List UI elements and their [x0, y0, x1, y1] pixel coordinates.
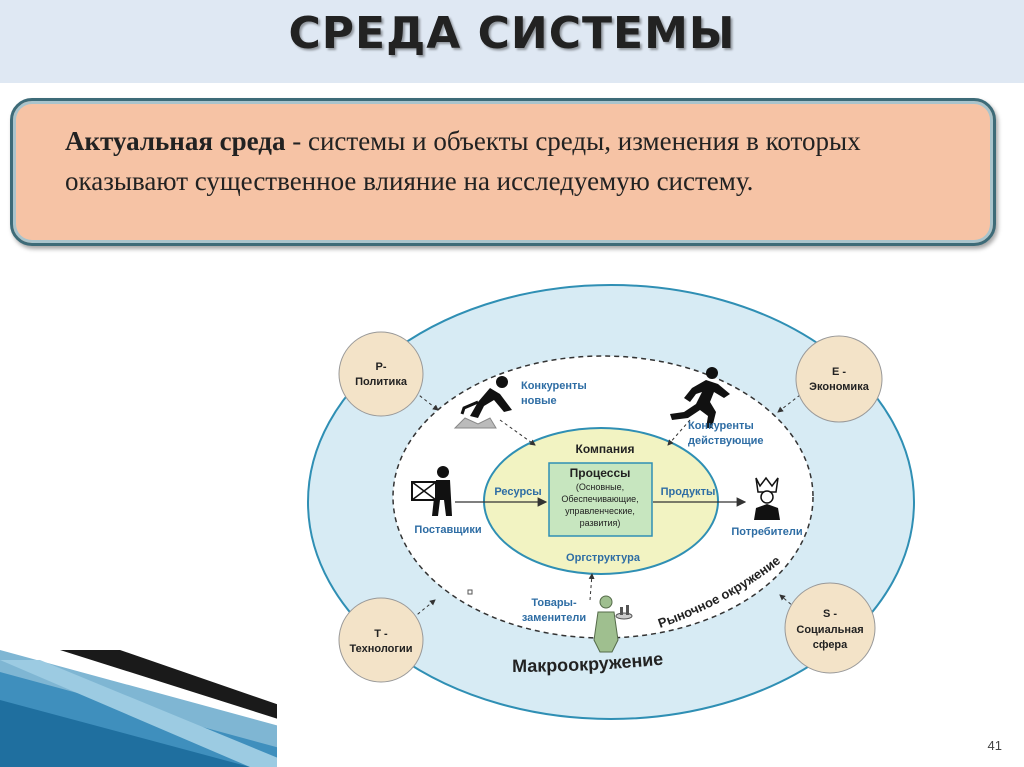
processes-line-1: (Основные, — [576, 482, 624, 492]
crouching-runner-icon — [453, 376, 512, 429]
consumers-label: Потребители — [731, 526, 802, 538]
economy-link — [777, 394, 801, 413]
processes-line-4: развития) — [580, 518, 621, 528]
new-competitors-arrow — [499, 419, 536, 446]
social-link — [779, 594, 801, 613]
economy-circle — [795, 335, 883, 423]
technology-link — [412, 599, 436, 619]
social-label-1: Социальная — [796, 624, 863, 636]
substitutes-arrow — [588, 573, 595, 601]
social-label-2: сфера — [813, 639, 848, 651]
org-structure-label: Оргструктура — [566, 552, 641, 564]
processes-line-2: Обеспечивающие, — [561, 494, 638, 504]
processes-title: Процессы — [570, 466, 631, 480]
politics-label: Политика — [355, 376, 408, 388]
substitutes-label-1: Товары- — [531, 597, 577, 609]
technology-circle — [338, 597, 424, 683]
page-number: 41 — [987, 738, 1002, 753]
definition-body: - системы и объекты среды, изменения в к… — [65, 126, 861, 196]
politics-circle — [338, 331, 424, 417]
definition-box: Актуальная среда - системы и объекты сре… — [10, 98, 996, 246]
technology-code: Т - — [374, 628, 388, 640]
politics-code: Р- — [376, 361, 387, 373]
economy-code: Е - — [832, 366, 846, 378]
company-label: Компания — [576, 442, 635, 456]
suppliers-label: Поставщики — [414, 524, 481, 536]
new-competitors-label-2: новые — [521, 395, 557, 407]
new-competitors-label-1: Конкуренты — [521, 380, 587, 392]
substitutes-label-2: заменители — [522, 612, 586, 624]
runner-icon — [670, 367, 730, 428]
economy-label: Экономика — [809, 381, 870, 393]
technology-label: Технологии — [349, 643, 412, 655]
small-square-mark — [467, 589, 473, 595]
definition-text: Актуальная среда - системы и объекты сре… — [65, 121, 965, 201]
existing-competitors-label-1: Конкуренты — [688, 420, 754, 432]
products-label: Продукты — [661, 486, 716, 498]
supplier-with-box-icon — [411, 466, 452, 516]
waiter-icon — [593, 595, 633, 653]
social-code: S - — [823, 608, 837, 620]
processes-box — [548, 462, 653, 537]
definition-term: Актуальная среда — [65, 126, 286, 156]
processes-line-3: управленческие, — [565, 506, 635, 516]
social-circle — [784, 582, 876, 674]
resources-label: Ресурсы — [494, 486, 541, 498]
title-bar — [0, 0, 1024, 83]
crowned-consumer-icon — [754, 476, 780, 520]
politics-link — [414, 391, 439, 411]
slide-title: СРЕДА СИСТЕМЫ — [288, 8, 736, 59]
existing-competitors-label-2: действующие — [688, 435, 764, 447]
